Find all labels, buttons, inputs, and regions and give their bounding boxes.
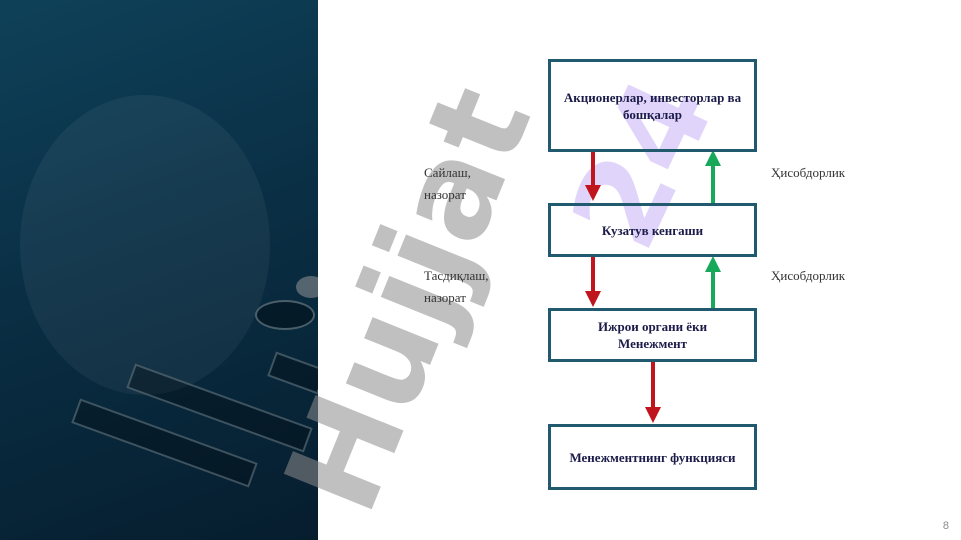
label-elect-control: Сайлаш, назорат <box>424 165 471 202</box>
label-approve-control: Тасдиқлаш, назорат <box>424 268 489 305</box>
page-number: 8 <box>942 520 949 532</box>
node-shareholders: Акционерлар, инвесторлар ва бошқалар <box>548 59 757 152</box>
decorative-ellipse <box>296 276 318 298</box>
label-accountability-1: Ҳисобдорлик <box>771 165 846 180</box>
node-functions: Менежментнинг функцияси <box>548 424 757 490</box>
left-title-panel <box>0 0 318 540</box>
slide-title: КОРПОРАТИВ БОШҚАРУВ ТУЗИЛМАСИ <box>708 215 937 254</box>
label-accountability-2: Ҳисобдорлик <box>771 268 846 283</box>
node-board: Кузатув кенгаши <box>548 203 757 257</box>
node-executive: Ижрои органи ёки Менежмент <box>548 308 757 362</box>
decorative-ellipse <box>255 300 315 330</box>
decorative-circle <box>20 95 270 395</box>
